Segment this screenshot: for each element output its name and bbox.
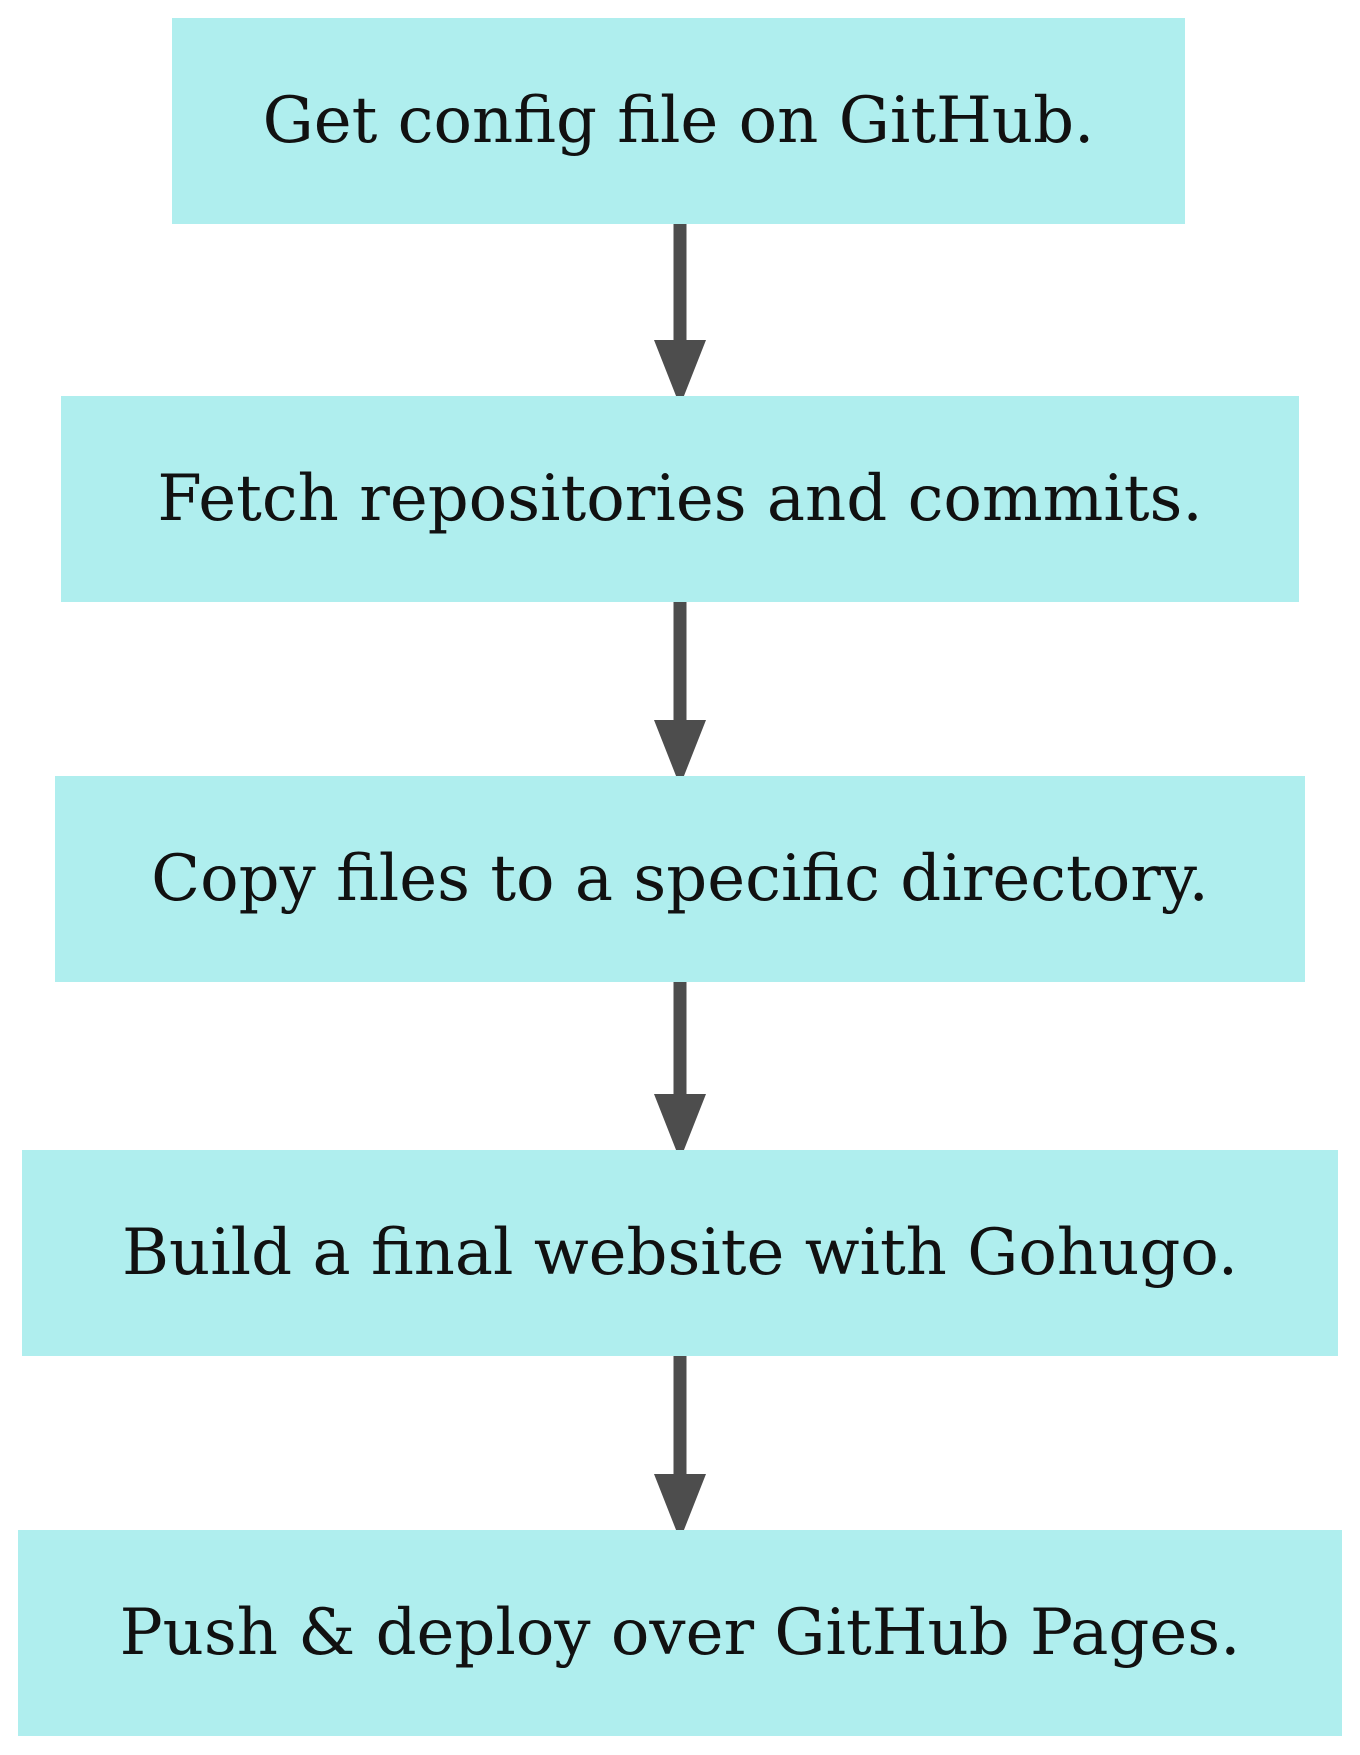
flow-node-fetch-repos: Fetch repositories and commits. [61, 396, 1299, 602]
arrow-down-icon [654, 224, 706, 406]
flow-node-label: Fetch repositories and commits. [157, 462, 1203, 536]
arrow-down-icon [654, 602, 706, 786]
flow-node-label: Push & deploy over GitHub Pages. [119, 1596, 1241, 1670]
flow-node-label: Copy files to a specific directory. [151, 842, 1209, 916]
flow-node-push-deploy: Push & deploy over GitHub Pages. [18, 1530, 1342, 1736]
flow-node-copy-files: Copy files to a specific directory. [55, 776, 1305, 982]
flow-node-label: Build a final website with Gohugo. [121, 1216, 1239, 1290]
arrow-down-icon [654, 1356, 706, 1540]
flow-node-get-config: Get config file on GitHub. [172, 18, 1185, 224]
flow-node-build-website: Build a final website with Gohugo. [22, 1150, 1338, 1356]
flow-node-label: Get config file on GitHub. [262, 84, 1095, 158]
arrow-down-icon [654, 982, 706, 1160]
